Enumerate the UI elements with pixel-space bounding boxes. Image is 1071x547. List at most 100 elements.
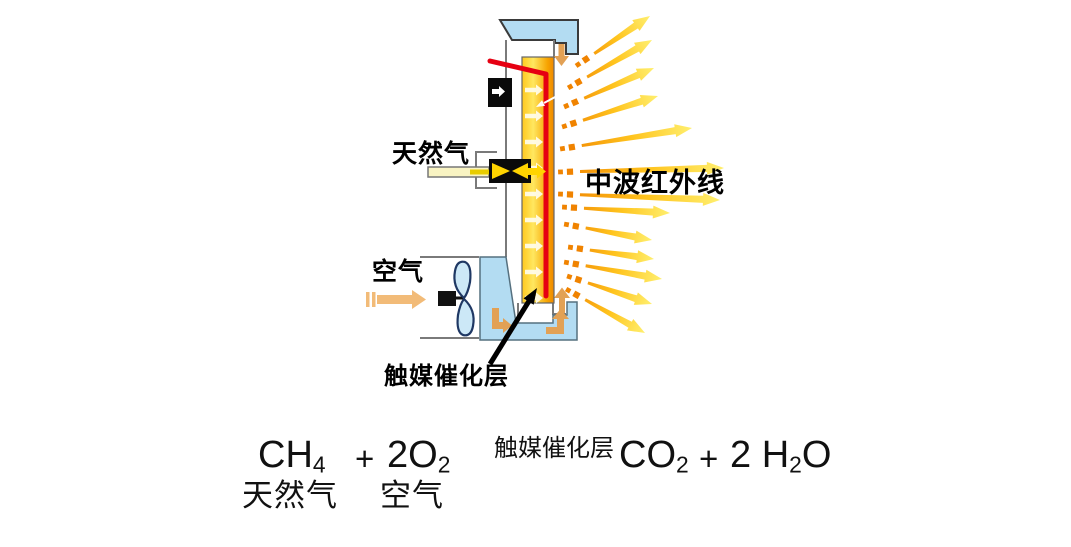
- natural-gas-label: 天然气: [392, 140, 471, 168]
- catalyst-label: 触媒催化层: [384, 363, 509, 390]
- ray-dash: [574, 61, 582, 68]
- equation-air-label: 空气: [380, 478, 444, 513]
- ray-head: [674, 124, 692, 138]
- ray-shaft: [585, 226, 638, 241]
- ray-head: [632, 16, 650, 31]
- ray-head: [636, 250, 654, 264]
- air-flow-dash: [366, 292, 370, 307]
- ray-head: [634, 230, 652, 244]
- panel-flow-arrow: [525, 188, 543, 200]
- ray-head: [627, 319, 645, 333]
- ch4-formula: CH: [258, 434, 313, 476]
- ray-dash: [566, 191, 574, 198]
- ray-dash: [563, 259, 570, 266]
- ray-dash: [570, 204, 578, 211]
- heater-element: [487, 58, 549, 299]
- igniter-arrow: [492, 86, 505, 97]
- ray-dash: [559, 145, 566, 152]
- ray-dash: [566, 168, 574, 175]
- equation-reactant-ch4: CH4: [258, 436, 326, 476]
- air-flow-arrow: [366, 290, 426, 309]
- ray-dash: [558, 191, 563, 197]
- h2o-subscript: 2: [789, 451, 802, 478]
- equation-product-co2: CO2: [619, 436, 689, 476]
- duct-arrow-up: [554, 287, 570, 313]
- ray-shaft: [581, 126, 678, 147]
- ray-shaft: [587, 281, 639, 303]
- air-label: 空气: [372, 258, 425, 286]
- ray-dash: [562, 204, 567, 210]
- ray-head: [634, 40, 652, 55]
- frame-lines: [420, 40, 555, 339]
- ray-dash: [570, 98, 580, 107]
- panel-flow-arrow: [525, 110, 543, 122]
- fan-blades: [453, 260, 475, 337]
- fan-motor: [438, 291, 456, 306]
- ray-shaft: [579, 193, 706, 203]
- ray-dash: [566, 273, 573, 280]
- ray-dash: [567, 244, 574, 251]
- panel-flow-arrow: [525, 84, 543, 96]
- co2-subscript: 2: [676, 451, 689, 478]
- panel-flow-arrow: [525, 214, 543, 226]
- ray-shaft: [586, 44, 641, 79]
- duct-arrow-down-right: [492, 308, 512, 333]
- co2-formula: CO: [619, 434, 676, 476]
- top-housing: [498, 19, 579, 55]
- ray-shaft: [589, 248, 640, 261]
- ray-shaft: [583, 206, 656, 216]
- gas-flow-pointer: [536, 95, 558, 107]
- ray-dash: [581, 55, 591, 64]
- panel-flow-arrow: [525, 240, 543, 252]
- ray-head: [706, 161, 724, 175]
- ray-head: [633, 292, 652, 305]
- ray-dash: [563, 102, 570, 110]
- panel-flow-arrows: [525, 84, 543, 304]
- ray-dash: [572, 290, 581, 300]
- o2-formula: 2O: [387, 434, 438, 476]
- ray-dash: [574, 275, 583, 284]
- ray-shaft: [580, 164, 710, 173]
- ray-shaft: [583, 70, 642, 100]
- ray-dash: [563, 221, 570, 228]
- gas-valve: [489, 159, 546, 183]
- ray-head: [644, 269, 662, 283]
- panel-flow-arrow: [525, 136, 543, 148]
- panel-flow-arrow: [525, 266, 543, 278]
- ray-dash: [569, 119, 578, 128]
- ray-head: [635, 68, 654, 81]
- ch4-subscript: 4: [312, 451, 326, 478]
- ray-shaft: [593, 21, 640, 55]
- ray-shaft: [582, 97, 645, 122]
- fan: [438, 260, 475, 337]
- equation-condition-catalyst: 触媒催化层: [494, 435, 614, 462]
- valve-outlet-arrow: [526, 164, 546, 179]
- catalyst-pointer-arrow: [487, 288, 537, 366]
- ray-dash: [564, 287, 572, 294]
- air-flow-dash: [372, 292, 376, 307]
- equation-plus-1: +: [355, 440, 375, 477]
- ray-dash: [568, 143, 576, 151]
- h2o-prefix: 2 H: [730, 434, 790, 476]
- ray-dash: [576, 245, 584, 253]
- infrared-label: 中波红外线: [585, 168, 725, 198]
- duct-arrow-right-up: [546, 309, 569, 334]
- ray-dash: [566, 83, 574, 90]
- ray-shaft: [585, 264, 648, 280]
- ray-dash: [572, 222, 580, 230]
- h2o-suffix: O: [801, 434, 832, 476]
- equation-plus-2: +: [699, 440, 719, 477]
- air-flow-head: [377, 290, 426, 309]
- equation-reactant-o2: 2O2: [387, 436, 450, 476]
- equation-natural-gas-label: 天然气: [242, 478, 338, 513]
- ray-dash: [558, 169, 563, 175]
- ray-head: [652, 205, 670, 219]
- ray-head: [702, 192, 720, 206]
- equation-product-h2o: 2 H2O: [730, 436, 831, 476]
- ray-dash: [574, 77, 583, 87]
- o2-subscript: 2: [437, 451, 451, 478]
- ray-head: [639, 95, 658, 108]
- infrared-rays: [558, 16, 724, 333]
- igniter-box: [488, 78, 512, 107]
